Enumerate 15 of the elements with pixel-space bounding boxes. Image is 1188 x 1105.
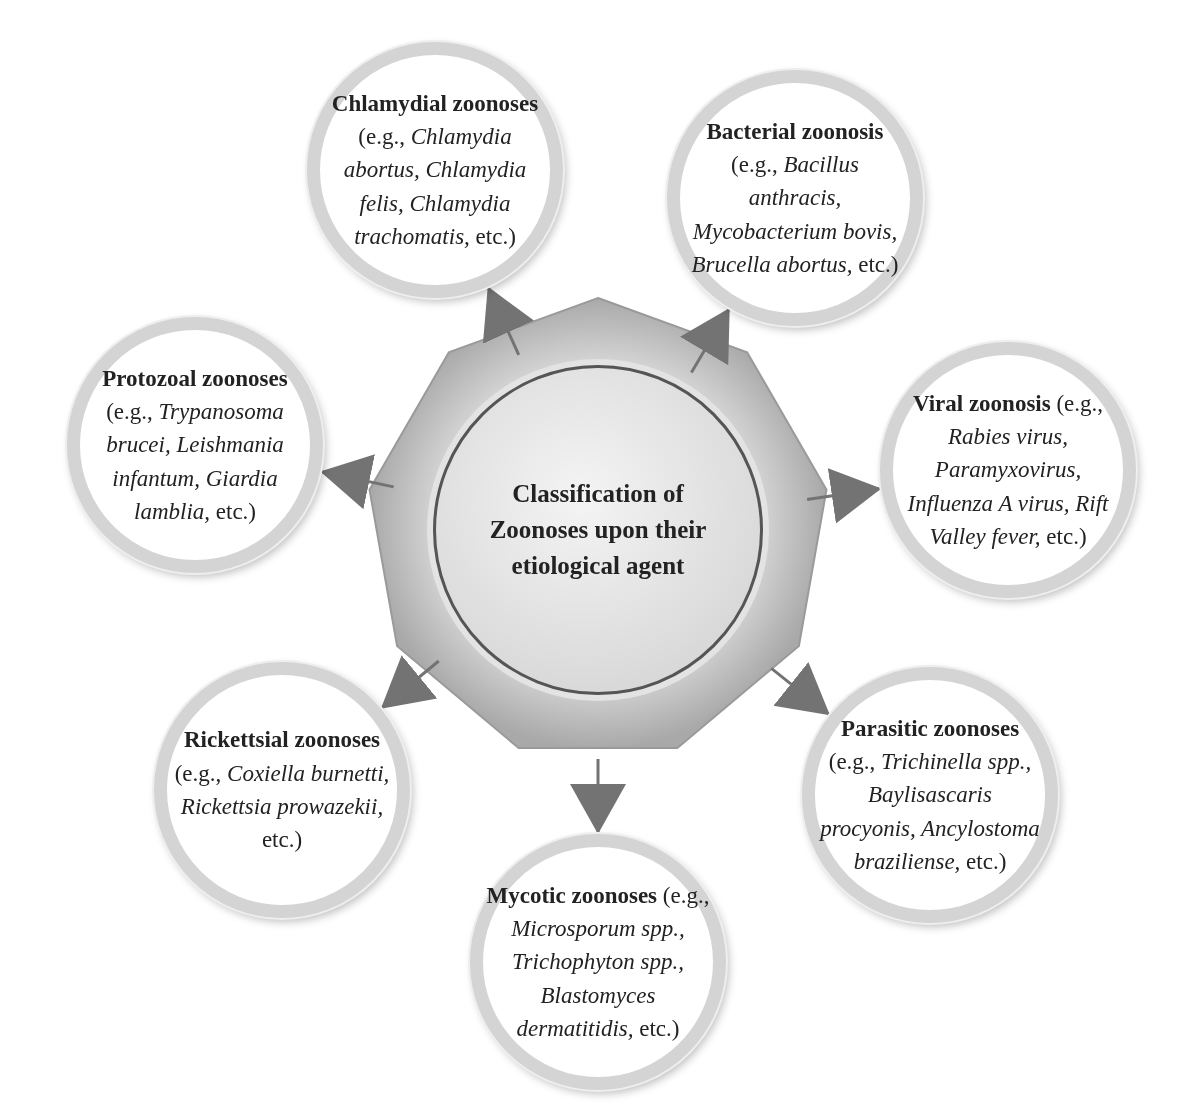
arrow — [806, 468, 882, 524]
arrow — [380, 655, 440, 709]
arrow — [770, 662, 830, 716]
category-description: Bacterial zoonosis (e.g., Bacillus anthracis, Mycobacterium bovis, Brucella abortus, etc.) — [690, 117, 900, 279]
arrow — [482, 286, 534, 356]
center-title: Classification of Zoonoses upon their etiological agent — [488, 478, 708, 582]
arrow — [570, 759, 626, 834]
arrow — [680, 308, 730, 374]
category-description: Rickettsial zoonoses (e.g., Coxiella burnetti, Rickettsia prowazekii, etc.) — [174, 726, 390, 855]
category-description: Parasitic zoonoses (e.g., Trichinella spp., Baylisascaris procyonis, Ancylostoma braziliense, etc.) — [818, 714, 1041, 876]
arrow — [320, 454, 394, 510]
category-description: Protozoal zoonoses (e.g., Trypanosoma brucei, Leishmania infantum, Giardia lamblia, etc.) — [101, 364, 289, 526]
category-description: Chlamydial zoonoses (e.g., Chlamydia abortus, Chlamydia felis, Chlamydia trachomatis, etc.) — [330, 89, 540, 251]
category-description: Mycotic zoonoses (e.g., Microsporum spp., Trichophyton spp., Blastomyces dermatitidis, etc.) — [485, 881, 711, 1043]
category-description: Viral zoonosis (e.g., Rabies virus, Paramyxovirus, Influenza A virus, Rift Valley fever, etc.) — [906, 389, 1110, 551]
